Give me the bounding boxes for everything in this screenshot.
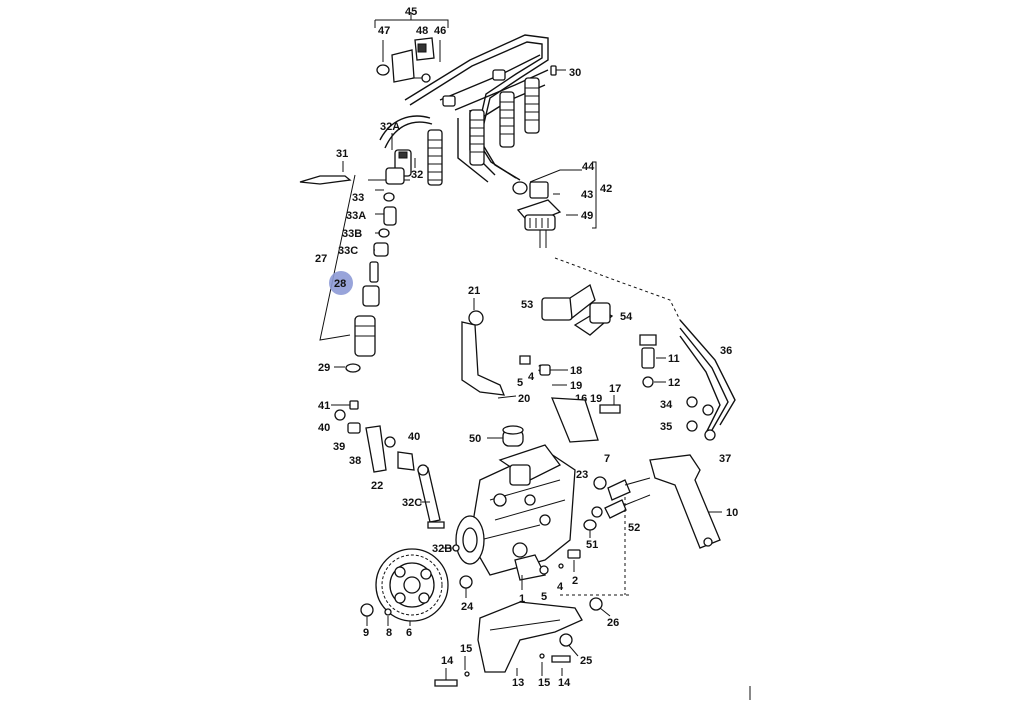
callout-13: 13 [512, 677, 524, 689]
callout-7: 32B [432, 543, 452, 555]
delivery-valve-stack [319, 167, 410, 373]
callout-22: 22 [371, 480, 383, 492]
callout-1: 1 [519, 593, 525, 605]
callout-24: 24 [461, 601, 474, 613]
callout-43: 43 [581, 189, 593, 201]
callout-32: 32 [411, 169, 423, 181]
callout-15: 15 [460, 643, 472, 655]
callout-50: 50 [469, 433, 481, 445]
callout-18: 18 [570, 365, 582, 377]
callout-36: 36 [720, 345, 732, 357]
callout-5b: 5 [541, 591, 547, 603]
callout-11: 11 [668, 353, 680, 365]
callout-53: 53 [521, 299, 533, 311]
callout-37: 37 [719, 453, 731, 465]
callout-32b: 7 [604, 453, 610, 465]
callout-41: 41 [318, 400, 330, 412]
callout-14b: 14 [558, 677, 571, 689]
injection-pump-body [455, 444, 576, 581]
callout-21: 21 [468, 285, 480, 297]
callout-39: 39 [333, 441, 345, 453]
callout-46: 46 [434, 25, 446, 37]
callout-20: 20 [518, 393, 530, 405]
callout-34: 34 [660, 399, 673, 411]
callout-44: 44 [582, 161, 595, 173]
callout-27: 27 [315, 253, 327, 265]
callout-23: 32C [402, 497, 422, 509]
injector-2 [469, 109, 485, 166]
callout-31: 31 [336, 148, 348, 160]
callout-8: 8 [386, 627, 392, 639]
callout-42: 42 [600, 183, 612, 195]
callout-6: 6 [406, 627, 412, 639]
callout-4b: 4 [557, 581, 564, 593]
fuel-lines-36 [679, 319, 736, 441]
callout-32c: 23 [576, 469, 588, 481]
sensor-11 [639, 334, 657, 388]
mounting-bracket-13 [477, 601, 583, 673]
injector-1 [427, 129, 443, 186]
callout-49: 49 [581, 210, 593, 222]
sensor-plug-54 [573, 302, 614, 336]
callout-33b: 33B [342, 228, 362, 240]
bracket-10 [649, 454, 721, 549]
callout-10: 10 [726, 507, 738, 519]
callout-2: 2 [572, 575, 578, 587]
callout-33: 33 [352, 192, 364, 204]
injector-pipe-assembly [379, 34, 562, 248]
callout-48: 48 [416, 25, 428, 37]
callout-9: 9 [363, 627, 369, 639]
callout-45: 45 [405, 6, 417, 18]
callout-4: 4 [528, 371, 535, 383]
callout-45-bracket: 45 47 48 46 [374, 6, 449, 83]
callout-51: 51 [586, 539, 598, 551]
callout-12: 12 [668, 377, 680, 389]
injector-3 [499, 91, 515, 148]
callout-40b: 40 [408, 431, 420, 443]
callout-32a: 32A [380, 121, 400, 133]
callout-40: 40 [318, 422, 330, 434]
callout-54: 54 [620, 311, 633, 323]
callout-28[interactable]: 28 [334, 278, 346, 290]
callout-52: 52 [628, 522, 640, 534]
callout-19: 19 [570, 380, 582, 392]
callout-30: 30 [569, 67, 581, 79]
injector-4 [524, 77, 540, 134]
callout-5: 5 [517, 377, 523, 389]
callout-14: 14 [441, 655, 454, 667]
drive-gear [375, 548, 449, 622]
callout-38: 38 [349, 455, 361, 467]
callout-29: 29 [318, 362, 330, 374]
callout-25: 25 [580, 655, 592, 667]
callout-26: 26 [607, 617, 619, 629]
callout-15b: 15 [538, 677, 550, 689]
callout-47: 47 [378, 25, 390, 37]
sensor-plug-53 [541, 283, 596, 321]
callout-35: 35 [660, 421, 672, 433]
callout-17: 17 [609, 383, 621, 395]
callout-28-highlight[interactable] [329, 271, 353, 295]
callout-33a: 33A [346, 210, 366, 222]
callout-33c: 33C [338, 245, 358, 257]
callout-19b: 19 [590, 393, 602, 405]
